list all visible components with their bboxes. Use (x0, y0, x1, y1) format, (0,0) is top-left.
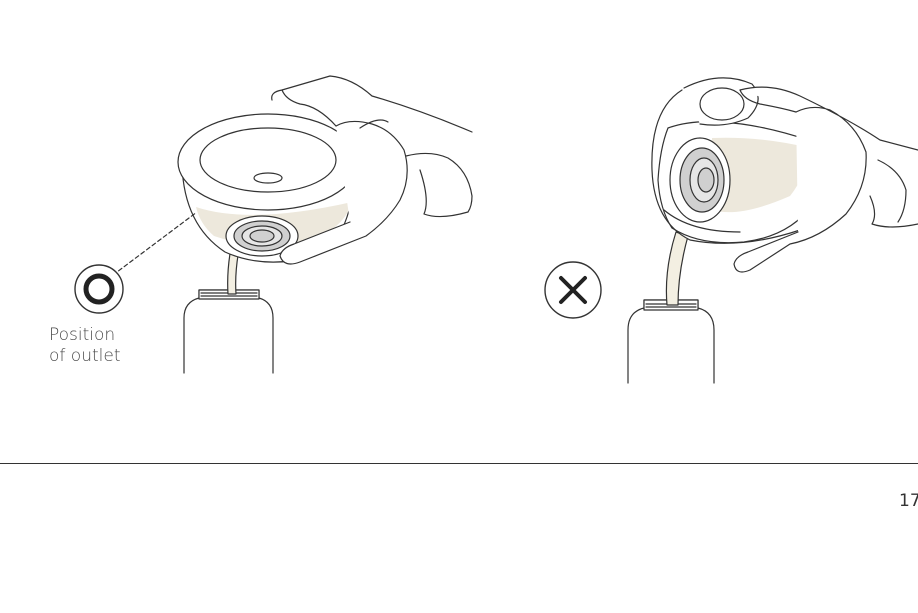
cross-x-icon (545, 262, 601, 318)
caption-line-2: of outlet (49, 346, 120, 367)
outlet-leader-line (113, 212, 197, 275)
bottle-left-icon (184, 290, 273, 373)
bottle-right-icon (628, 300, 714, 383)
milk-stream-right (666, 232, 688, 305)
page-number: 17 (899, 491, 918, 511)
incorrect-pouring-scene (628, 78, 918, 383)
outlet-position-caption: Position of outlet (49, 325, 120, 367)
footer-divider (0, 463, 918, 464)
circle-o-icon (75, 265, 123, 313)
correct-pouring-scene (178, 76, 472, 373)
caption-line-1: Position (49, 325, 120, 346)
